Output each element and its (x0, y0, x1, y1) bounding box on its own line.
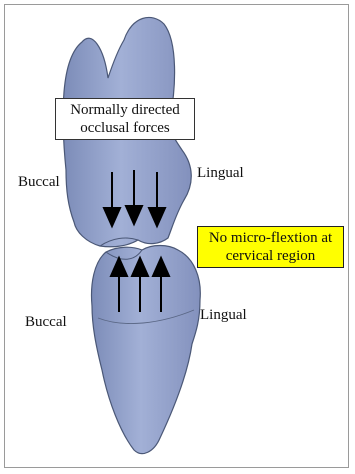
upward-arrows (111, 258, 169, 312)
lingual-label-lower: Lingual (200, 308, 247, 323)
buccal-label-lower: Buccal (25, 315, 67, 330)
callout-flexion-line1: No micro-flextion at (202, 229, 339, 247)
occlusal-forces-callout: Normally directed occlusal forces (55, 98, 195, 140)
lingual-label-upper: Lingual (197, 166, 244, 181)
buccal-label-upper: Buccal (18, 175, 60, 190)
callout-flexion-line2: cervical region (202, 247, 339, 265)
callout-forces-line1: Normally directed (60, 101, 190, 119)
micro-flexion-callout: No micro-flextion at cervical region (197, 226, 344, 268)
callout-forces-line2: occlusal forces (60, 119, 190, 137)
